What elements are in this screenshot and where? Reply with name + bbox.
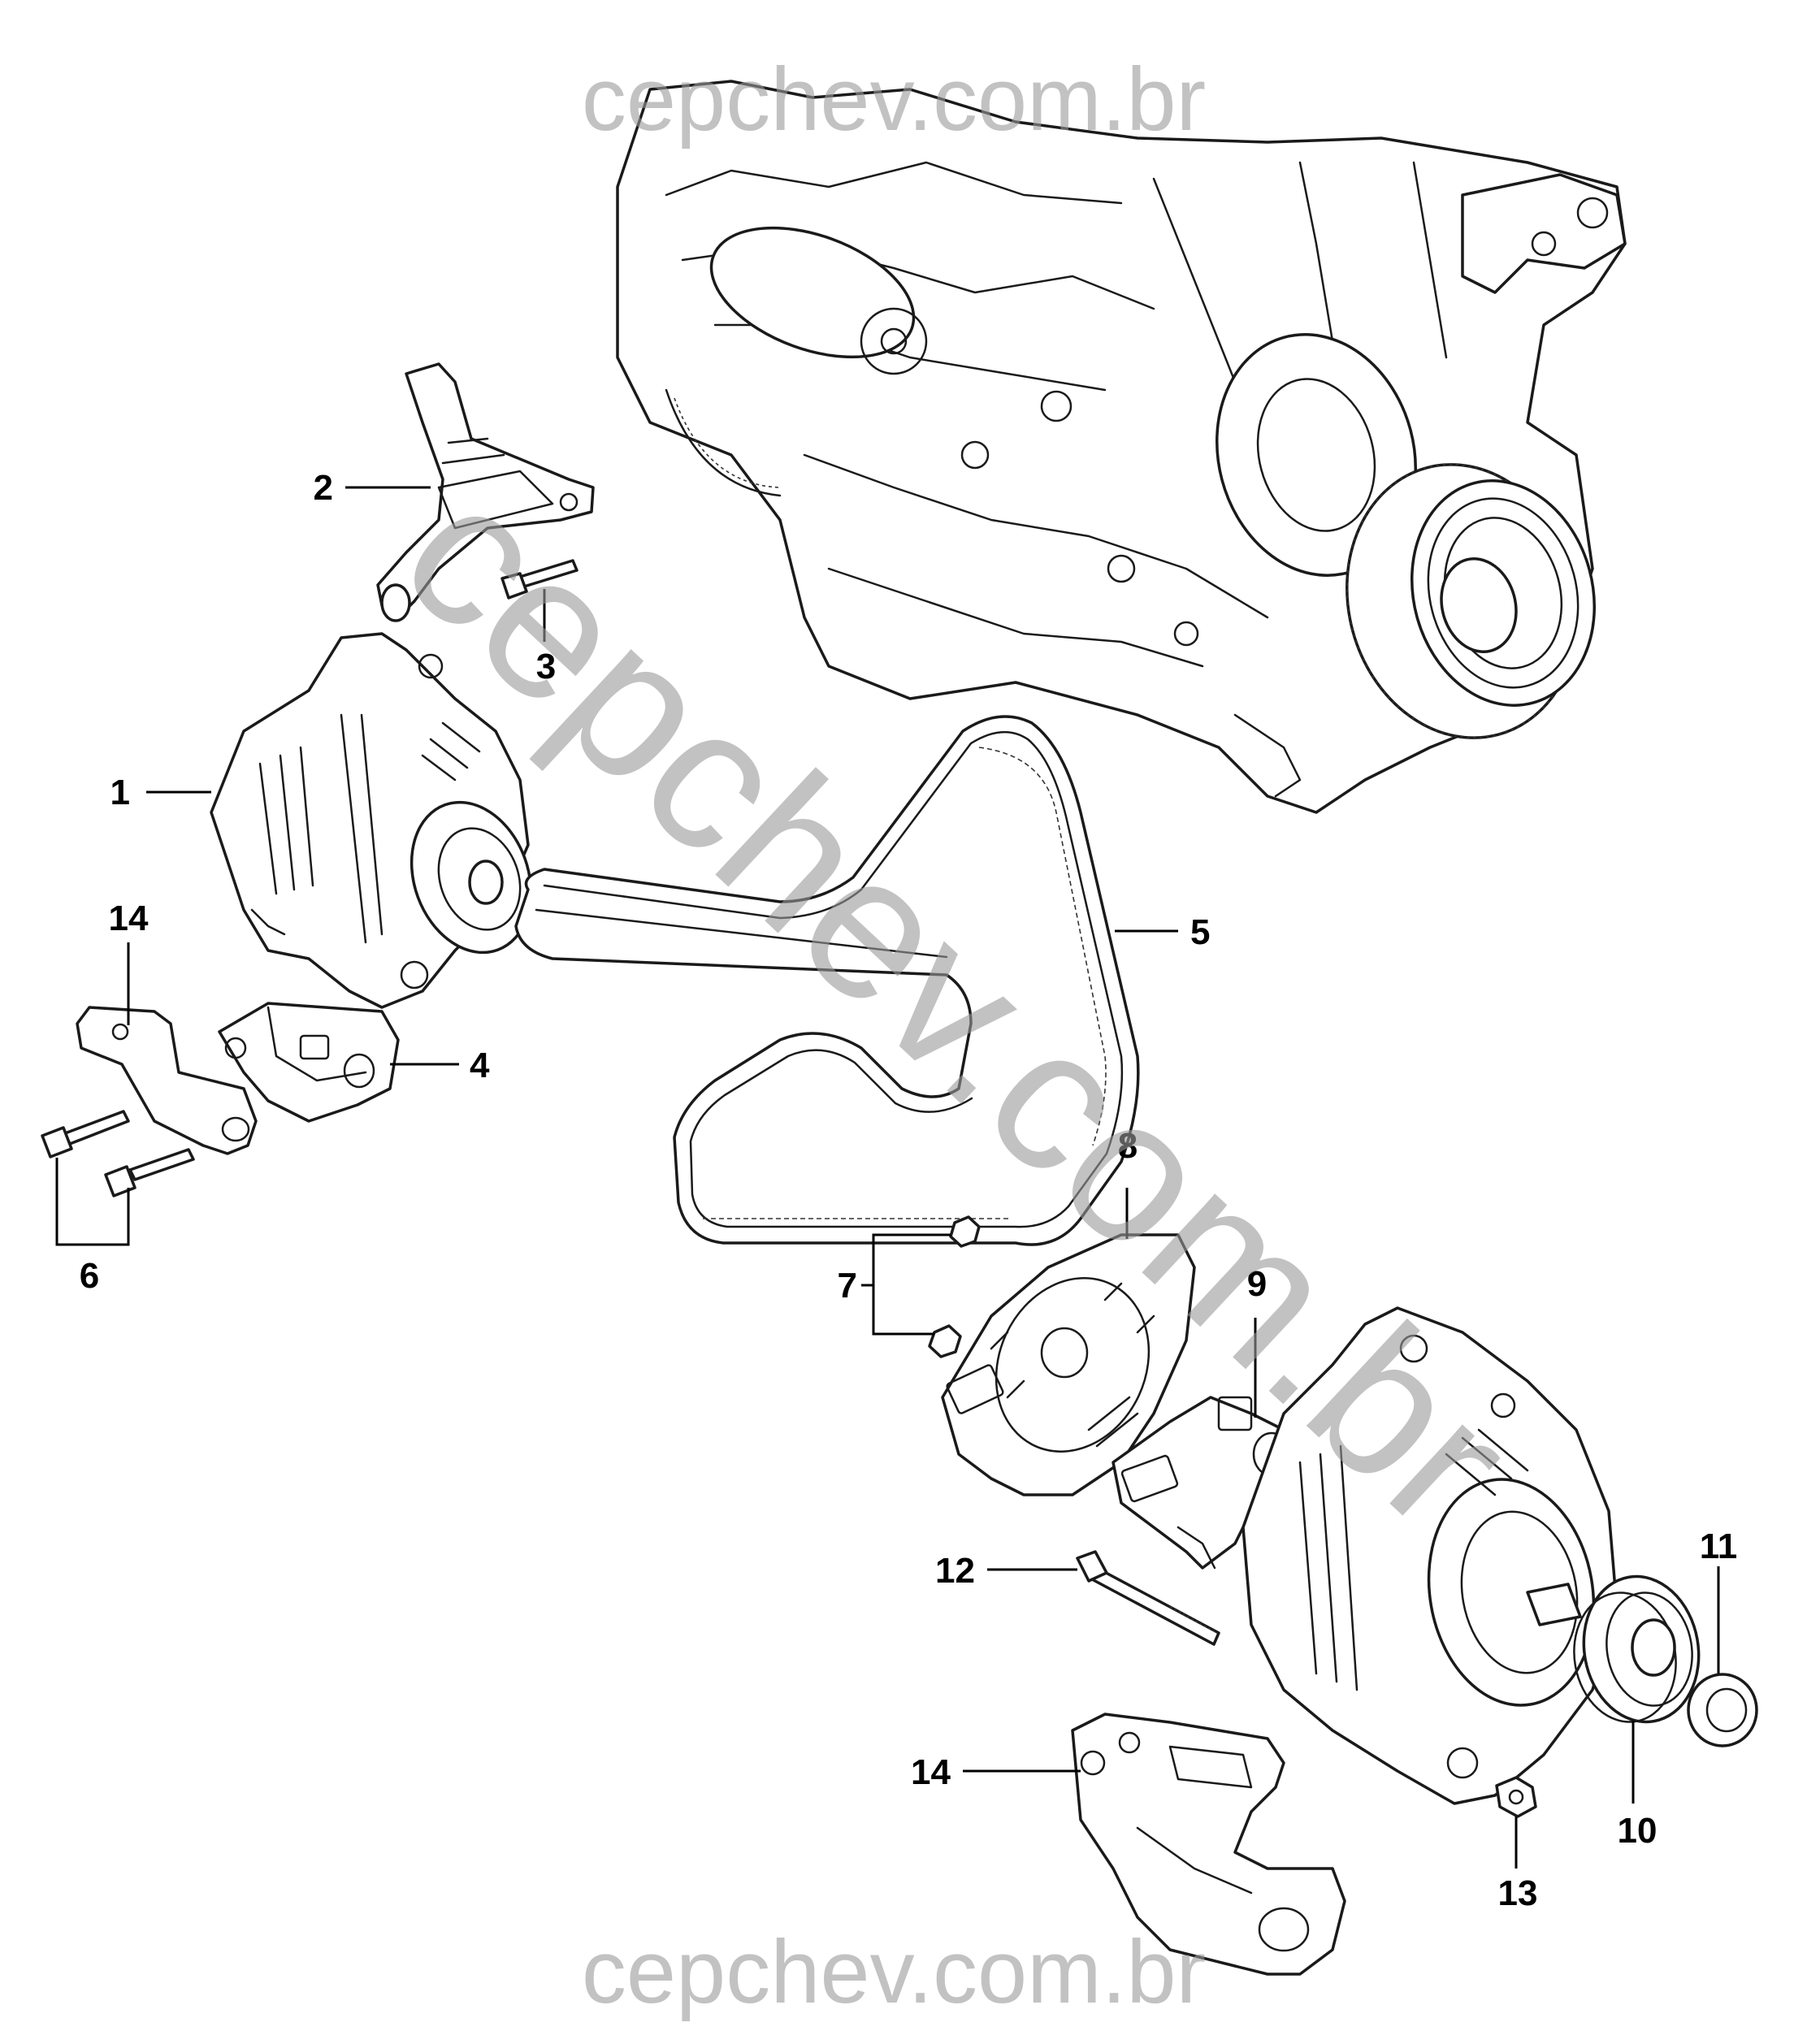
support-bracket-bolts: [41, 1110, 195, 1197]
alternator-bracket-small: [76, 1006, 258, 1155]
watermark-top: cepchev.com.br: [582, 50, 1206, 149]
callout-labels: 1 2 3 4 5 6 7 8 9 10 11 12 13 14 14: [80, 468, 1738, 1913]
leader-lines: [55, 486, 1720, 1869]
callout-14-bottom: 14: [911, 1752, 951, 1792]
callout-7: 7: [838, 1266, 857, 1306]
serpentine-drive-belt: [514, 715, 1140, 1246]
callout-10: 10: [1618, 1811, 1658, 1851]
engine-block-illustration: [616, 80, 1627, 814]
alternator-bracket-large: [1071, 1713, 1346, 1976]
alternator-lower: [1242, 1306, 1618, 1805]
alternator-support-bracket: [218, 1002, 400, 1123]
callout-11: 11: [1700, 1527, 1738, 1566]
small-nut: [1495, 1776, 1537, 1818]
long-mounting-bolt: [1076, 1550, 1220, 1646]
callout-8: 8: [1118, 1126, 1138, 1166]
callout-13: 13: [1498, 1873, 1538, 1913]
upper-mounting-bracket: [376, 362, 595, 622]
alternator-upper: [210, 632, 533, 1009]
alternator-pulley: [1573, 1574, 1701, 1724]
callout-2: 2: [314, 468, 333, 508]
callout-3: 3: [536, 647, 556, 686]
callout-1: 1: [110, 773, 130, 812]
cover-nuts: [928, 1215, 981, 1358]
callout-9: 9: [1247, 1264, 1267, 1304]
callout-14-top: 14: [109, 899, 149, 938]
callout-6: 6: [80, 1256, 99, 1296]
alternator-rear-cover: [941, 1233, 1196, 1496]
pulley-nut: [1687, 1673, 1758, 1747]
watermark-bottom: cepchev.com.br: [582, 1922, 1206, 2022]
callout-4: 4: [470, 1046, 490, 1085]
callout-5: 5: [1190, 912, 1210, 952]
callout-12: 12: [935, 1551, 975, 1591]
bracket-bolt: [500, 559, 578, 600]
